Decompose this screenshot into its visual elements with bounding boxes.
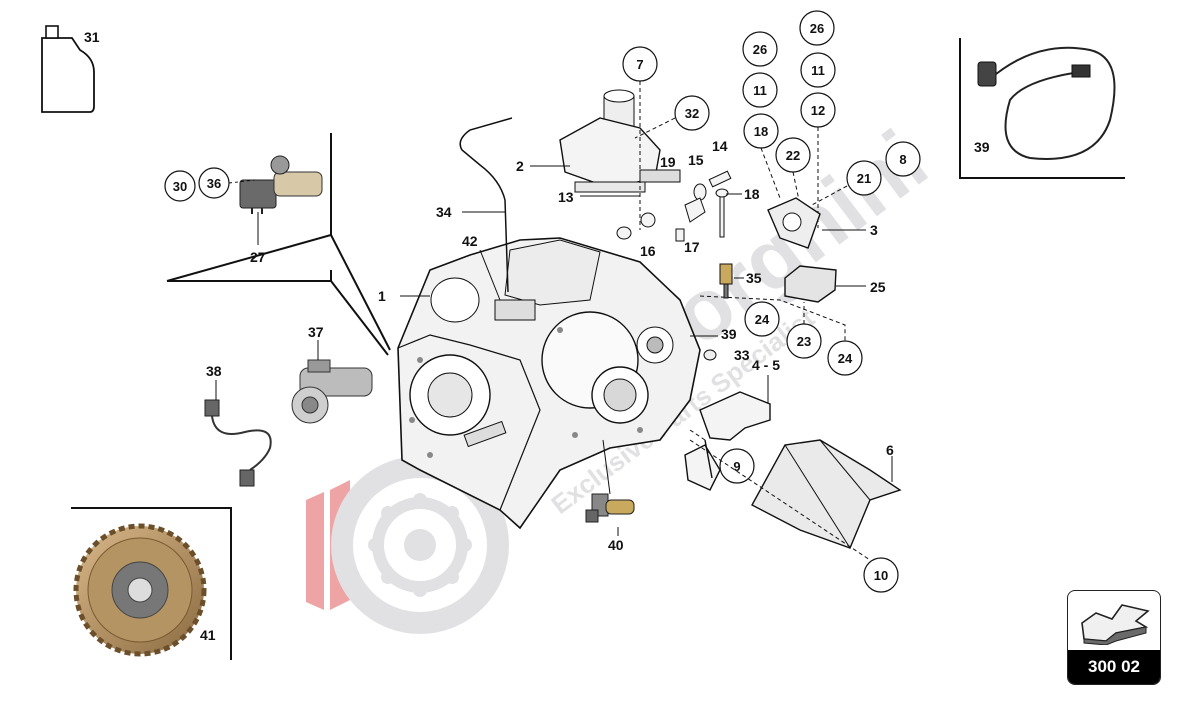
callout-circle-26a[interactable]: 26	[742, 31, 778, 67]
callout-circle-12[interactable]: 12	[800, 92, 836, 128]
callout-21: 21	[857, 171, 871, 186]
diagram-code: 300 02	[1068, 650, 1160, 684]
callout-2: 2	[516, 158, 524, 174]
wiring-sensor-part[interactable]	[204, 399, 272, 487]
callout-circle-24b[interactable]: 24	[827, 340, 863, 376]
callout-circle-26b[interactable]: 26	[799, 10, 835, 46]
position-sensor-part[interactable]	[585, 493, 635, 523]
callout-35: 35	[746, 270, 762, 286]
callout-31: 31	[84, 29, 100, 45]
callout-circle-9[interactable]: 9	[719, 448, 755, 484]
callout-3: 3	[870, 222, 878, 238]
callout-circle-24a[interactable]: 24	[744, 301, 780, 337]
callout-39a: 39	[974, 139, 990, 155]
callout-23: 23	[797, 334, 811, 349]
callout-circle-7[interactable]: 7	[622, 46, 658, 82]
callout-12: 12	[811, 103, 825, 118]
callout-10: 10	[874, 568, 888, 583]
temperature-sensor-part[interactable]	[719, 263, 733, 299]
callout-18b: 18	[744, 186, 760, 202]
callout-circle-8[interactable]: 8	[885, 141, 921, 177]
callout-38: 38	[206, 363, 222, 379]
callout-33: 33	[734, 347, 750, 363]
small-hardware-parts[interactable]	[616, 170, 732, 242]
callout-9: 9	[733, 459, 740, 474]
callout-34: 34	[436, 204, 452, 220]
callout-36: 36	[207, 176, 221, 191]
callout-39b: 39	[721, 326, 737, 342]
callout-26b: 26	[810, 21, 824, 36]
callout-circle-32[interactable]: 32	[674, 95, 710, 131]
callout-40: 40	[608, 537, 624, 553]
callout-circle-30[interactable]: 30	[164, 170, 196, 202]
ring-gear-part[interactable]	[73, 523, 207, 657]
speed-sensor-part[interactable]	[239, 155, 323, 214]
callout-circle-23[interactable]: 23	[786, 323, 822, 359]
callout-circle-18a[interactable]: 18	[743, 113, 779, 149]
transmission-housing-part[interactable]	[397, 237, 701, 530]
gasket-plate-part[interactable]	[767, 197, 821, 249]
callout-17: 17	[684, 239, 700, 255]
callout-1: 1	[378, 288, 386, 304]
gearshift-actuator-part[interactable]	[559, 89, 681, 193]
diagram-nav-button[interactable]: 300 02	[1067, 590, 1161, 685]
callout-27: 27	[250, 249, 266, 265]
rubber-mount-part[interactable]	[784, 265, 837, 303]
callout-24b: 24	[838, 351, 853, 366]
callout-8: 8	[899, 152, 906, 167]
callout-16: 16	[640, 243, 656, 259]
callout-circle-10[interactable]: 10	[863, 557, 899, 593]
callout-6: 6	[886, 442, 894, 458]
callout-41: 41	[200, 627, 216, 643]
panel-frames	[71, 38, 1125, 660]
callout-circle-36[interactable]: 36	[198, 167, 230, 199]
heat-shield-part[interactable]	[751, 439, 902, 549]
cable-sensor-part[interactable]	[977, 46, 1116, 160]
callout-26a: 26	[753, 42, 767, 57]
callout-circle-11b[interactable]: 11	[800, 52, 836, 88]
mounting-bracket-part[interactable]	[684, 391, 771, 491]
callout-42: 42	[462, 233, 478, 249]
callout-37: 37	[308, 324, 324, 340]
callout-13: 13	[558, 189, 574, 205]
callout-24a: 24	[755, 312, 770, 327]
callout-circle-11a[interactable]: 11	[742, 72, 778, 108]
starter-motor-part[interactable]	[291, 359, 373, 424]
callout-7: 7	[636, 57, 643, 72]
callout-11b: 11	[811, 63, 825, 78]
dipstick-part[interactable]	[459, 117, 513, 293]
arrow-back-icon	[1081, 604, 1150, 645]
callout-25: 25	[870, 279, 886, 295]
callout-11a: 11	[753, 83, 767, 98]
callout-32: 32	[685, 106, 699, 121]
callout-circle-21[interactable]: 21	[846, 160, 882, 196]
callout-circle-22[interactable]: 22	[775, 137, 811, 173]
callout-22: 22	[786, 148, 800, 163]
callout-30: 30	[173, 179, 187, 194]
callout-19: 19	[660, 154, 676, 170]
callout-4-5: 4 - 5	[752, 357, 780, 373]
callout-18a: 18	[754, 124, 768, 139]
callout-14: 14	[712, 138, 728, 154]
callout-15: 15	[688, 152, 704, 168]
oil-bottle-part[interactable]	[41, 25, 95, 113]
